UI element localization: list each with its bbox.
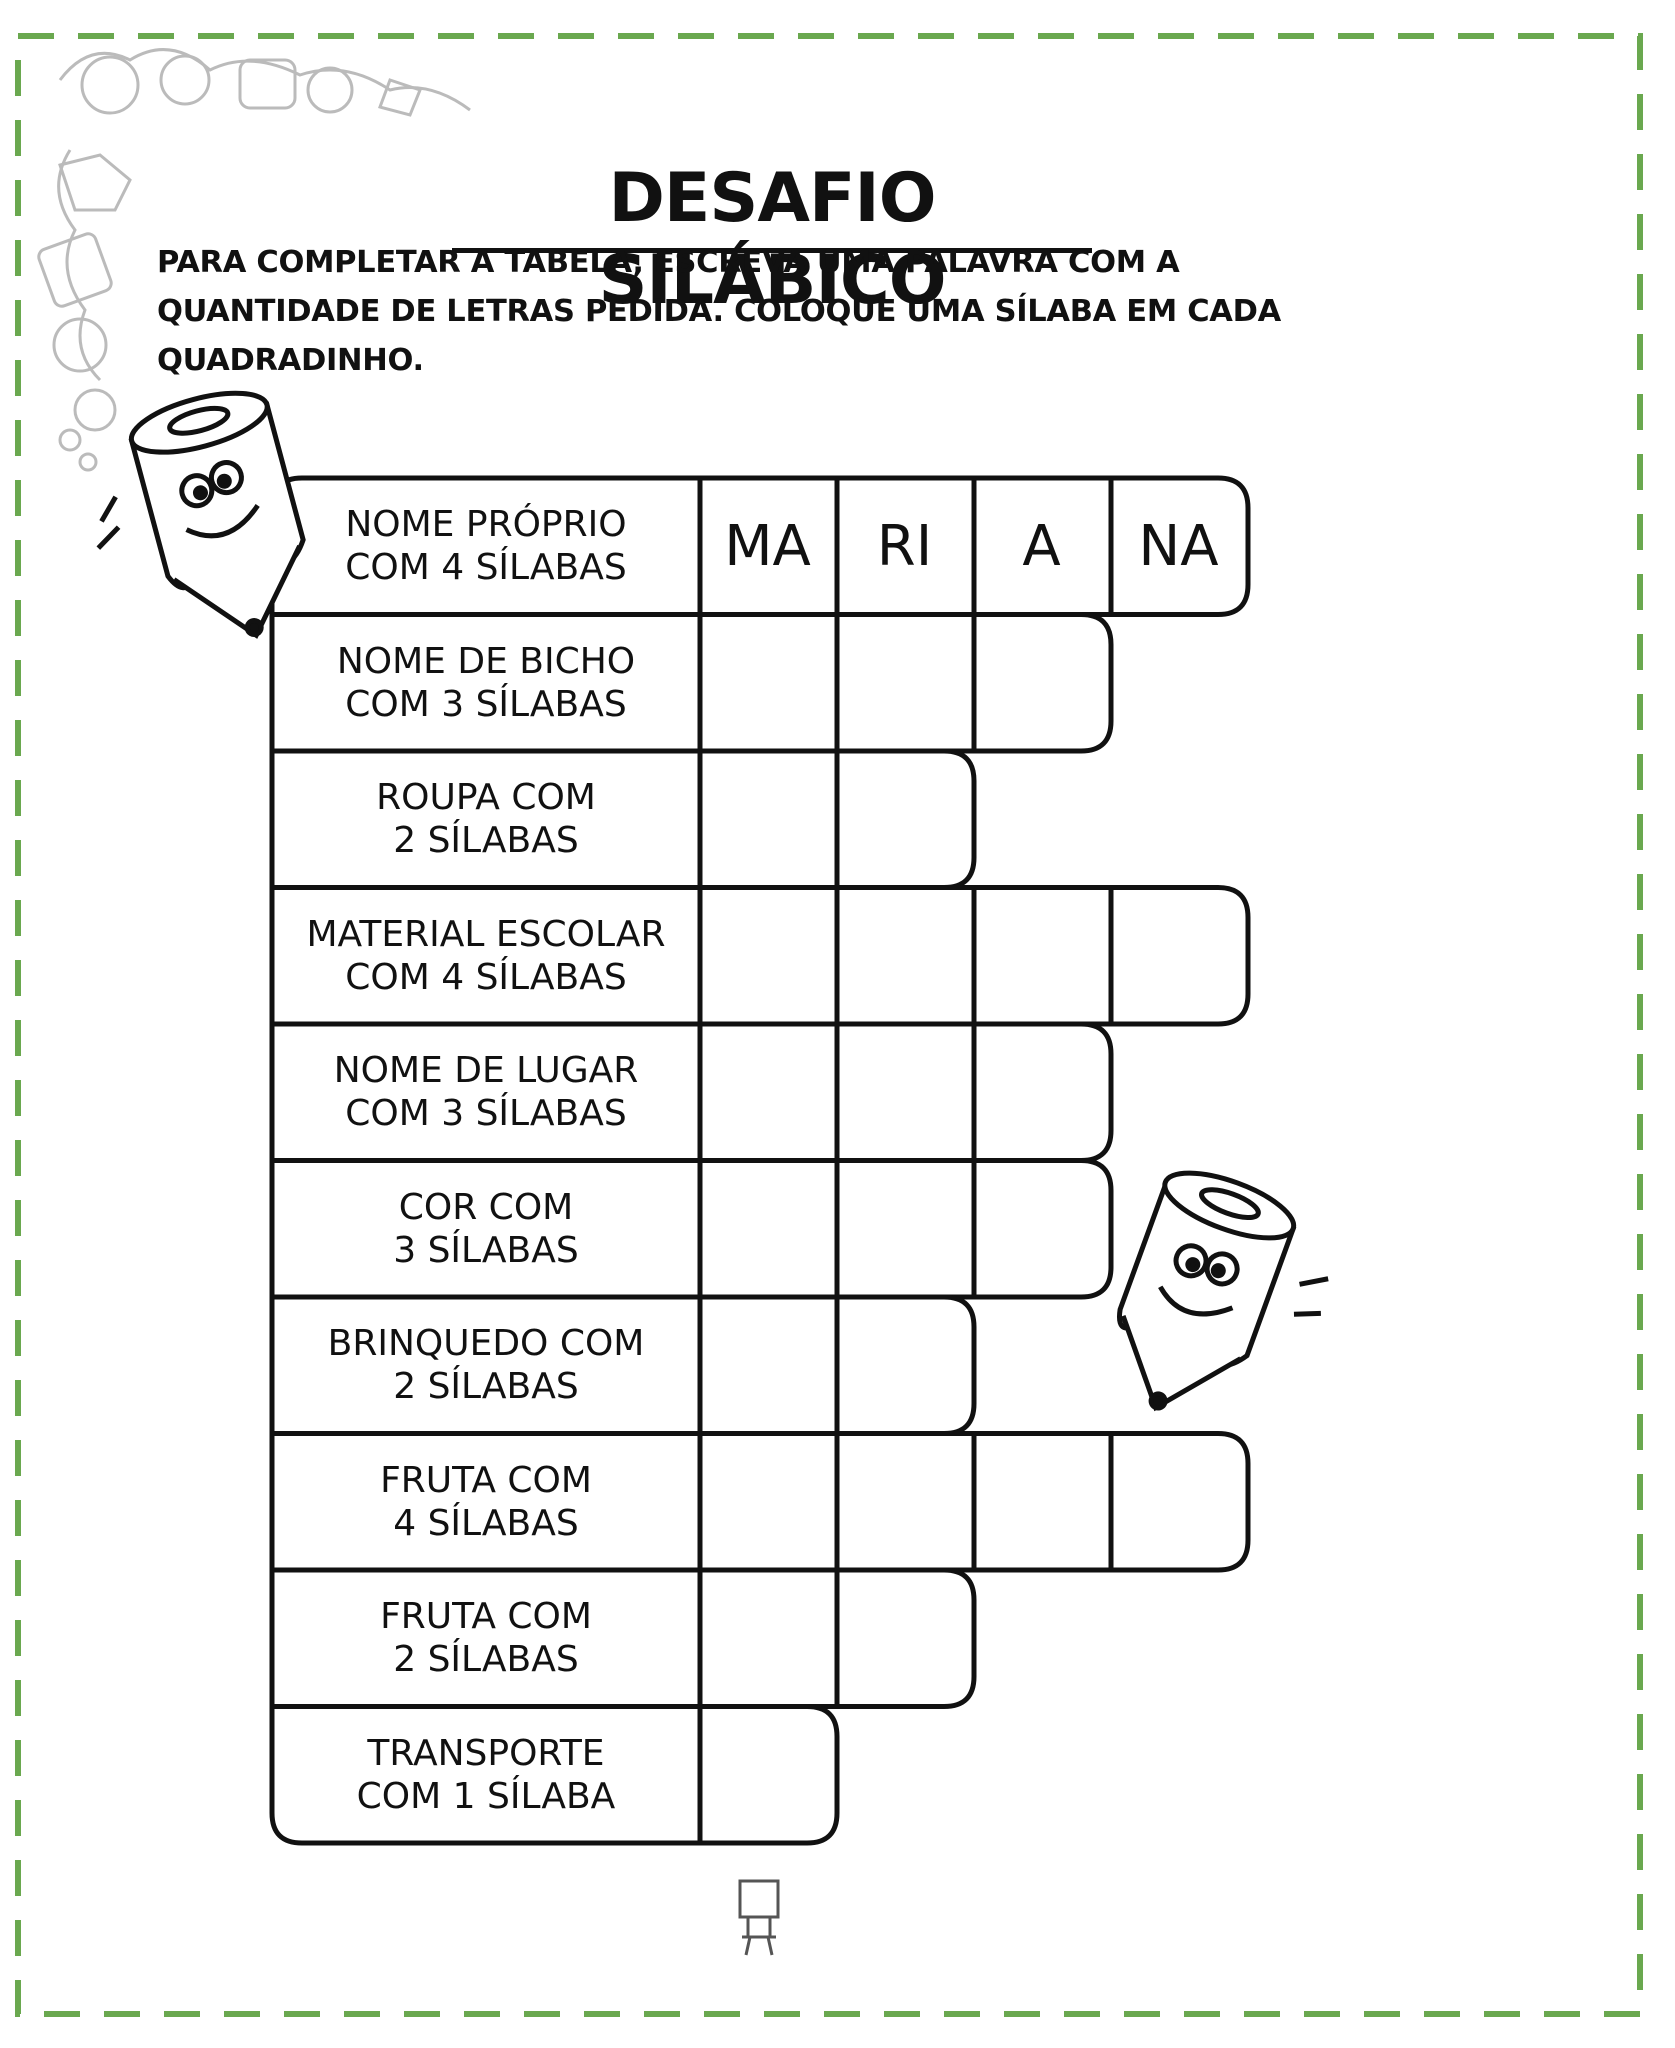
row-label: FRUTA COM 4 SÍLABAS [380,1459,592,1544]
syllable-cell[interactable] [974,1434,1109,1571]
row-label: BRINQUEDO COM 2 SÍLABAS [327,1323,645,1408]
row-label: ROUPA COM 2 SÍLABAS [376,777,596,862]
row-label: COR COM 3 SÍLABAS [393,1186,579,1271]
syllable-cell[interactable] [700,1434,835,1571]
table-row [269,1431,1251,1573]
syllable-cell[interactable]: A [1022,513,1061,579]
table-row [269,885,1251,1027]
syllable-cell[interactable]: RI [876,513,933,579]
table-row [269,1158,1114,1300]
syllable-cell[interactable] [837,1024,972,1161]
row-label: NOME DE BICHO COM 3 SÍLABAS [336,640,636,725]
syllable-cell[interactable] [837,751,972,888]
syllable-cell[interactable] [700,1707,835,1844]
table-row [269,612,1114,754]
table-row [269,1567,977,1709]
syllable-cell[interactable] [700,751,835,888]
syllable-cell[interactable] [700,1024,835,1161]
syllable-cell[interactable] [974,888,1109,1025]
syllable-cell[interactable] [974,1024,1109,1161]
row-label: TRANSPORTE COM 1 SÍLABA [356,1732,616,1817]
syllable-cell[interactable] [837,1570,972,1707]
syllable-cell[interactable] [700,615,835,752]
syllable-cell[interactable] [837,1161,972,1298]
row-label: MATERIAL ESCOLAR COM 4 SÍLABAS [306,913,666,998]
row-label: FRUTA COM 2 SÍLABAS [380,1596,592,1681]
page-title: DESAFIO SILÁBICO [452,158,1092,320]
syllable-cell[interactable] [837,1434,972,1571]
table-row [269,1704,840,1846]
syllable-cell[interactable] [837,1297,972,1434]
syllable-cell[interactable] [700,1297,835,1434]
syllable-cell[interactable] [700,888,835,1025]
syllable-cell[interactable]: NA [1138,513,1219,579]
syllable-cell[interactable] [700,1570,835,1707]
syllable-cell[interactable] [974,615,1109,752]
row-label: NOME PRÓPRIO COM 4 SÍLABAS [345,504,627,589]
syllable-cell[interactable]: MA [724,513,811,579]
syllable-cell[interactable] [837,615,972,752]
syllable-cell[interactable] [1111,1434,1246,1571]
syllable-cell[interactable] [700,1161,835,1298]
row-label: NOME DE LUGAR COM 3 SÍLABAS [333,1050,639,1135]
syllable-cell[interactable] [974,1161,1109,1298]
page-mascot-icon [738,1879,780,1956]
syllable-cell[interactable] [1111,888,1246,1025]
instructions-text: PARA COMPLETAR A TABELA, ESCREVA UMA PAL… [157,245,1281,378]
syllable-cell[interactable] [837,888,972,1025]
